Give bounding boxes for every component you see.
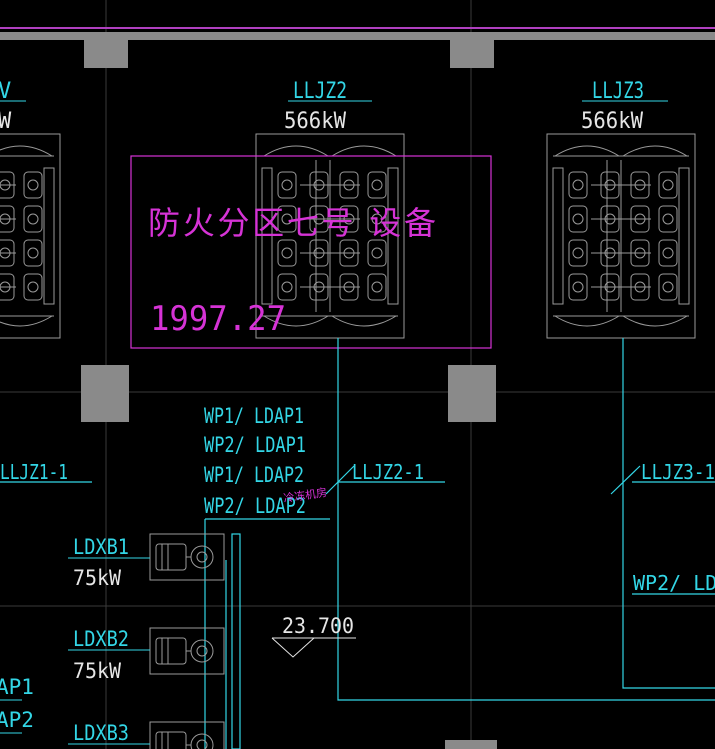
lljz2-power: 566kW [284,109,347,134]
columns [81,365,497,749]
fire-zone-title: 防火分区七号 设备 [148,204,436,242]
feeder-label: WP2/ LDAP2 [204,494,306,518]
pumps [149,533,225,749]
lljz1-name-cut: V [0,79,11,104]
left-partial-label: AP2 [0,708,34,732]
feeder-labels: WP1/ LDAP1 WP2/ LDAP1 WP1/ LDAP2 WP2/ LD… [204,404,306,518]
chiller-unit-lljz2 [255,133,405,339]
pipes [0,338,715,749]
lljz3-branch-label: LLJZ3-1 [641,460,715,484]
column-bottom [445,740,497,749]
pump-power: 75kW [73,566,121,590]
lljz1-power-cut: W [0,109,12,134]
pump-name: LDXB2 [73,627,129,651]
left-partial-label: AP1 [0,675,34,699]
fire-zone-box [130,155,492,349]
room-label: 冷冻机房 [282,485,328,505]
feeder-label: WP1/ LDAP1 [204,404,304,428]
pump-name: LDXB3 [73,721,129,745]
fire-zone-number: 1997.27 [150,299,286,339]
top-beam [0,27,715,68]
column-right [448,365,496,422]
elevation-value: 23.700 [282,614,354,638]
elevation-mark: 23.700 [271,614,356,658]
column-left [81,365,129,422]
wp-right-label: WP2/ LDJ [633,571,715,595]
lljz2-name: LLJZ2 [293,79,347,104]
lljz3-name: LLJZ3 [592,79,644,104]
chiller-unit-lljz1 [0,133,61,339]
chiller-unit-lljz3 [546,133,696,339]
lljz1-branch-label: LLJZ1-1 [0,460,68,484]
lljz2-branch-label: LLJZ2-1 [352,460,424,484]
pump-labels: LDXB1 75kW LDXB2 75kW LDXB3 [68,535,150,745]
feeder-label: WP2/ LDAP1 [204,433,306,457]
pump-power: 75kW [73,659,121,683]
lljz3-power: 566kW [581,109,644,134]
feeder-label: WP1/ LDAP2 [204,463,304,487]
pump-name: LDXB1 [73,535,129,559]
